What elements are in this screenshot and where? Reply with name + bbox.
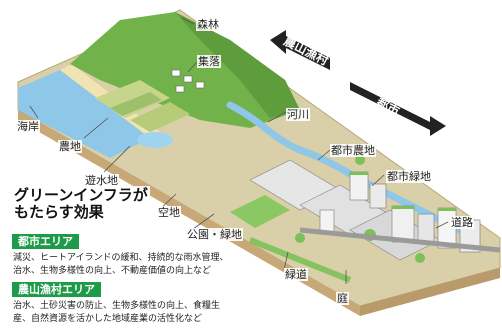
title-line-1: グリーンインフラが (14, 186, 148, 204)
village-houses (171, 69, 205, 93)
rural-area-effects-line1: 治水、土砂災害の防止、生物多様性の向上、食糧生 (12, 300, 222, 312)
river-label: 河川 (286, 108, 310, 121)
pond-label: 遊水地 (84, 174, 119, 187)
leader-lines (29, 17, 449, 284)
vacant-label: 空地 (157, 206, 181, 219)
farmland-label: 農地 (58, 140, 82, 153)
forest-label: 森林 (196, 18, 220, 31)
sea-water (18, 70, 150, 158)
diorama-side (360, 268, 500, 316)
city-area-effects-line2: 治水、生物多様性の向上、不動産価値の向上など (12, 265, 213, 277)
city-area-effects-line1: 減災、ヒートアイランドの緩和、持続的な雨水管理、 (12, 252, 230, 264)
farmland-fields (95, 80, 190, 132)
city-area-heading: 都市エリア (12, 234, 79, 249)
retention-pond (137, 132, 173, 148)
forest-shade (175, 12, 300, 118)
garden-label: 庭 (336, 292, 349, 305)
forest-mountain (70, 12, 300, 128)
greenway-label: 緑道 (284, 268, 308, 281)
road-label: 道路 (450, 216, 474, 229)
park-area (230, 195, 290, 228)
park-label: 公園・緑地 (186, 228, 243, 241)
title-line-2: もたらす効果 (14, 203, 104, 221)
urban-green-label: 都市緑地 (386, 170, 432, 183)
rural-area-heading: 農山漁村エリア (12, 282, 101, 297)
diorama-front-side (18, 110, 360, 316)
greenway-path (248, 237, 352, 283)
arrow-city (350, 82, 446, 136)
arrow-rural (270, 30, 330, 70)
rural-area-effects-line2: 産、自然資源を活かした地域産業の活性化など (12, 313, 204, 325)
urban-farm-label: 都市農地 (330, 144, 376, 157)
road-line (299, 227, 501, 253)
effects-title: グリーンインフラが もたらす効果 (12, 186, 150, 222)
village-label: 集落 (197, 55, 221, 68)
coast-label: 海岸 (16, 120, 40, 133)
